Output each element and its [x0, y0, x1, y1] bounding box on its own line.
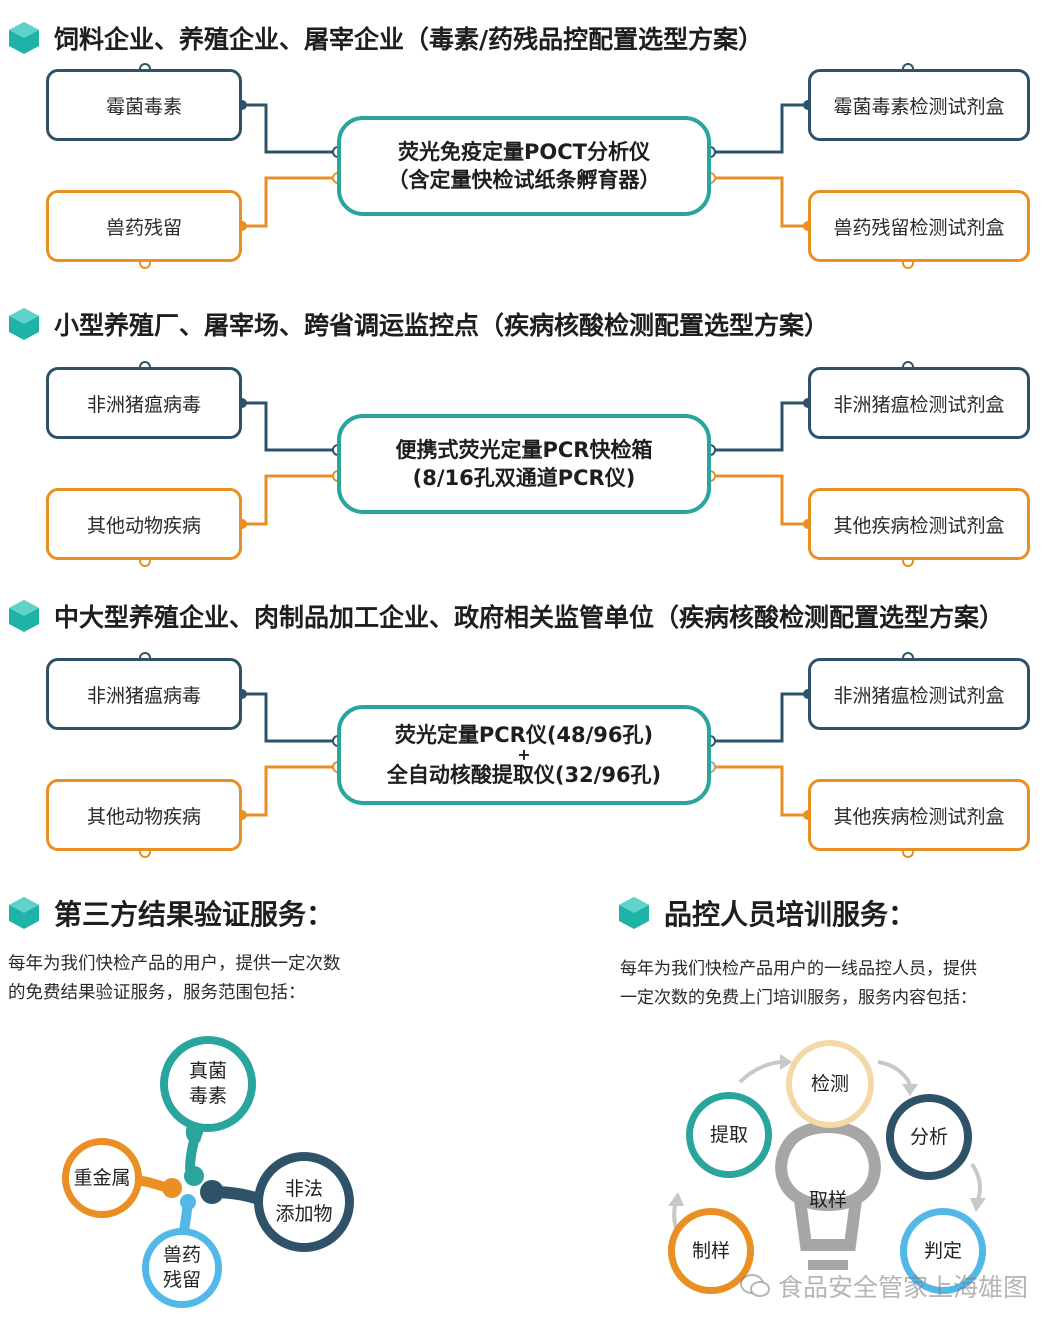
section-2-title: 小型养殖厂、屠宰场、跨省调运监控点（疾病核酸检测配置选型方案） — [54, 311, 830, 340]
section-1-title: 饲料企业、养殖企业、屠宰企业（毒素/药残品控配置选型方案） — [54, 25, 764, 54]
extract-circle: 提取 — [686, 1092, 772, 1178]
section-1-title-row: 饲料企业、养殖企业、屠宰企业（毒素/药残品控配置选型方案） — [8, 18, 763, 58]
watermark-text: 食品安全管家上海雄图 — [778, 1273, 1029, 1302]
illegal-additive-circle: 非法 添加物 — [254, 1152, 354, 1252]
center-device-box: 荧光免疫定量POCT分析仪 （含定量快检试纸条孵育器） — [337, 116, 711, 216]
right-top-box: 非洲猪瘟检测试剂盒 — [808, 367, 1030, 439]
training-description: 每年为我们快检产品用户的一线品控人员，提供 一定次数的免费上门培训服务，服务内容… — [620, 955, 977, 1013]
left-top-box: 非洲猪瘟病毒 — [46, 658, 242, 730]
verification-title: 第三方结果验证服务： — [54, 898, 335, 931]
illegal-additive-line-1: 非法 — [284, 1178, 323, 1200]
mycotoxin-circle: 真菌 毒素 — [160, 1036, 256, 1132]
left-bottom-box: 兽药残留 — [46, 190, 242, 262]
right-bottom-box: 其他疾病检测试剂盒 — [808, 488, 1030, 560]
heavy-metal-circle: 重金属 — [62, 1138, 142, 1218]
verification-line-1: 每年为我们快检产品的用户，提供一定次数 — [8, 954, 341, 974]
sample-label: 取样 — [808, 1188, 847, 1211]
left-bottom-box: 其他动物疾病 — [46, 779, 242, 851]
right-bottom-box: 兽药残留检测试剂盒 — [808, 190, 1030, 262]
center-plus: + — [517, 745, 531, 764]
training-line-2: 一定次数的免费上门培训服务，服务内容包括： — [620, 988, 977, 1008]
hexagon-icon — [619, 897, 649, 929]
judge-circle: 判定 — [900, 1208, 986, 1294]
hexagon-icon — [9, 897, 39, 929]
vet-residue-line-2: 残留 — [162, 1269, 201, 1291]
left-bottom-box: 其他动物疾病 — [46, 488, 242, 560]
section-3-title: 中大型养殖企业、肉制品加工企业、政府相关监管单位（疾病核酸检测配置选型方案） — [54, 603, 1005, 632]
verification-line-2: 的免费结果验证服务，服务范围包括： — [8, 983, 306, 1003]
training-line-1: 每年为我们快检产品用户的一线品控人员，提供 — [620, 959, 977, 979]
illegal-additive-line-2: 添加物 — [275, 1203, 333, 1225]
center-line-2: （含定量快检试纸条孵育器） — [387, 168, 661, 192]
training-cycle-diagram — [668, 1054, 986, 1270]
analyze-circle: 分析 — [886, 1094, 972, 1180]
hexagon-icon — [9, 308, 39, 340]
vet-residue-line-1: 兽药 — [162, 1244, 201, 1266]
right-bottom-box: 其他疾病检测试剂盒 — [808, 779, 1030, 851]
mycotoxin-line-1: 真菌 — [188, 1060, 227, 1082]
training-title-row: 品控人员培训服务： — [618, 893, 916, 933]
detect-circle: 检测 — [786, 1040, 874, 1128]
center-line-2: (8/16孔双通道PCR仪) — [412, 466, 636, 490]
center-line-1: 便携式荧光定量PCR快检箱 — [395, 438, 653, 462]
center-line-2: 全自动核酸提取仪(32/96孔) — [386, 763, 662, 787]
section-2-title-row: 小型养殖厂、屠宰场、跨省调运监控点（疾病核酸检测配置选型方案） — [8, 304, 829, 344]
center-line-1: 荧光定量PCR仪(48/96孔) — [394, 723, 654, 747]
watermark: 食品安全管家上海雄图 — [740, 1268, 1028, 1304]
verification-description: 每年为我们快检产品的用户，提供一定次数 的免费结果验证服务，服务范围包括： — [8, 950, 341, 1008]
vet-residue-circle: 兽药 残留 — [142, 1228, 222, 1308]
center-device-box: 便携式荧光定量PCR快检箱 (8/16孔双通道PCR仪) — [337, 414, 711, 514]
right-top-box: 霉菌毒素检测试剂盒 — [808, 69, 1030, 141]
section-3-title-row: 中大型养殖企业、肉制品加工企业、政府相关监管单位（疾病核酸检测配置选型方案） — [8, 596, 1004, 636]
mycotoxin-line-2: 毒素 — [188, 1085, 227, 1107]
verification-title-row: 第三方结果验证服务： — [8, 893, 334, 933]
center-device-box: 荧光定量PCR仪(48/96孔) + 全自动核酸提取仪(32/96孔) — [337, 705, 711, 805]
center-line-1: 荧光免疫定量POCT分析仪 — [398, 140, 650, 164]
left-top-box: 非洲猪瘟病毒 — [46, 367, 242, 439]
right-top-box: 非洲猪瘟检测试剂盒 — [808, 658, 1030, 730]
left-top-box: 霉菌毒素 — [46, 69, 242, 141]
prepare-circle: 制样 — [668, 1208, 754, 1294]
verification-flower-diagram — [129, 1105, 264, 1245]
training-title: 品控人员培训服务： — [664, 898, 917, 931]
wechat-icon — [740, 1274, 770, 1297]
hexagon-icon — [9, 22, 39, 54]
hexagon-icon — [9, 600, 39, 632]
